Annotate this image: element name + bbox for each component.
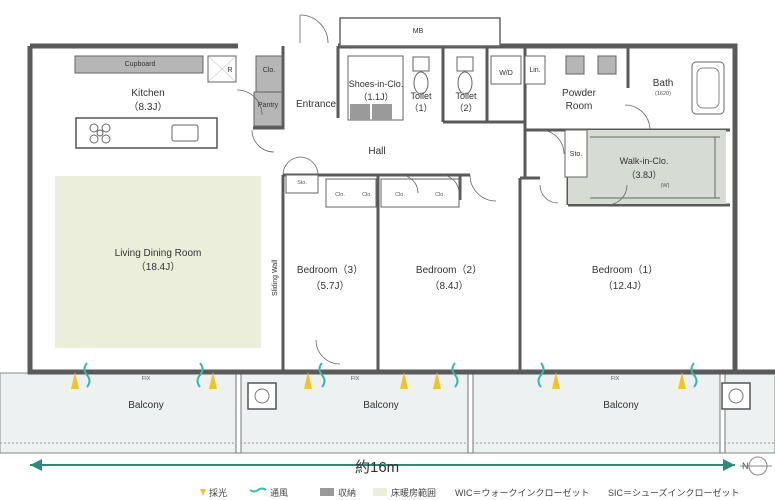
bedroom-1-label: Bedroom（1）	[591, 265, 659, 276]
legend-light: 採光	[209, 488, 228, 498]
bath-size: (1620)	[655, 91, 671, 97]
outdoor-unit	[247, 382, 277, 410]
balcony-area	[0, 372, 775, 454]
legend-sic: SIC＝シューズインクローゼット	[608, 488, 740, 498]
toilet-2-label: Toilet	[455, 91, 477, 101]
closet-label: Clo.	[362, 192, 372, 198]
walk-in-closet-floor	[568, 130, 726, 204]
balcony-label-3: Balcony	[603, 400, 639, 411]
bedroom-3-size: （5.7J）	[310, 281, 350, 292]
mb-label: MB	[412, 28, 424, 35]
powder-room-label-2: Room	[565, 101, 593, 112]
balcony-label-2: Balcony	[363, 400, 399, 411]
balcony-divider	[235, 372, 242, 454]
compass-label: N	[742, 461, 749, 471]
lin-label: Lin.	[529, 67, 541, 74]
storage-walkin-label: Sto.	[569, 151, 583, 158]
wd-label: W/D	[499, 70, 513, 77]
fix-label: FIX	[350, 376, 360, 382]
bedroom-2-closet	[380, 178, 460, 208]
balcony-divider	[467, 372, 474, 454]
outdoor-unit	[721, 382, 751, 410]
walk-in-closet-size: （3.8J）	[626, 170, 662, 180]
legend-wic: WIC＝ウォークインクローゼット	[455, 488, 590, 498]
legend-floor-heating: 床暖房範囲	[391, 488, 437, 498]
bathtub	[691, 61, 725, 115]
fridge-label: R	[227, 67, 233, 74]
toilet-1-number: （1）	[409, 103, 433, 113]
storage-hall	[285, 174, 319, 194]
bedroom-2-size: （8.4J）	[429, 281, 469, 292]
kitchen-size: （8.3J）	[128, 102, 168, 113]
bedroom-1-size: （12.4J）	[602, 281, 648, 292]
closet-label: Clo.	[335, 192, 345, 198]
living-dining-size: （18.4J）	[135, 262, 181, 273]
pantry	[253, 91, 283, 127]
kitchen-label: Kitchen	[131, 88, 165, 99]
toilet-1-label: Toilet	[410, 91, 432, 101]
balcony-label-1: Balcony	[128, 400, 164, 411]
bath-label: Bath	[652, 78, 674, 89]
hall-label: Hall	[368, 146, 386, 157]
shoes-size: （1.1J）	[358, 92, 394, 102]
storage-walkin	[564, 129, 588, 178]
cupboard-label: Cupboard	[124, 61, 156, 68]
shoes-label: Shoes-in-Clo.	[348, 79, 404, 89]
closet-label: Clo.	[395, 192, 405, 198]
living-dining-label: Living Dining Room	[114, 248, 202, 259]
pantry-label: Pantry	[257, 102, 279, 109]
walkin-w-label: (W)	[660, 183, 670, 189]
fix-label: FIX	[610, 376, 620, 382]
kitchen-closet	[255, 55, 283, 95]
bedroom-3-label: Bedroom（3）	[296, 265, 364, 276]
fix-label: FIX	[141, 376, 151, 382]
toilet-2-fixture	[456, 56, 474, 72]
sliding-wall-label: Sliding Wall	[272, 259, 279, 296]
washer-dryer	[490, 55, 522, 85]
walk-in-closet-label: Walk-in-Clo.	[619, 156, 669, 166]
toilet-1-fixture	[412, 56, 430, 72]
cupboard	[74, 55, 204, 74]
storage-hall-label: Sto.	[297, 180, 307, 186]
closet-label: Clo.	[435, 192, 445, 198]
legend-wind: 通風	[270, 488, 289, 498]
toilet-2-number: （2）	[454, 103, 478, 113]
linen-closet	[524, 55, 546, 85]
kitchen-closet-label: Clo.	[262, 67, 276, 74]
bedroom-3-closet	[325, 178, 377, 208]
scale-text: 約16m	[355, 459, 400, 476]
entrance-label: Entrance	[295, 99, 337, 110]
legend-storage: 収納	[338, 488, 357, 498]
floor-heating-area	[55, 176, 261, 348]
powder-room-label: Powder	[562, 88, 596, 99]
bedroom-2-label: Bedroom（2）	[415, 265, 483, 276]
mb-box	[339, 17, 501, 47]
